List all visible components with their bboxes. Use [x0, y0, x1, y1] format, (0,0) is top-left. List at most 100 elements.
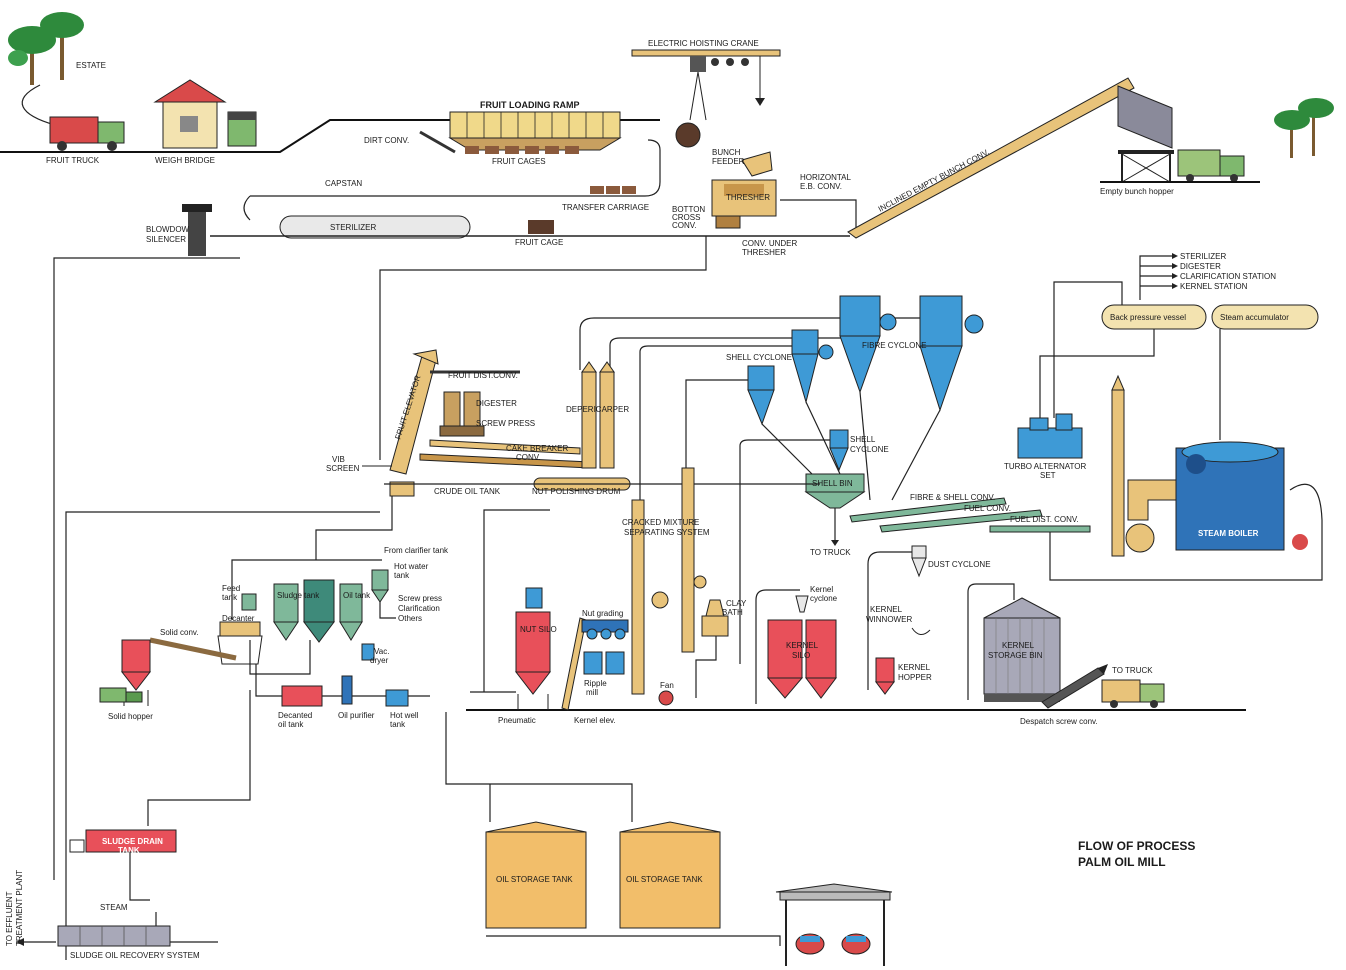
sterilizer-condensate-line	[53, 257, 160, 880]
cake-breaker-conveyor	[419, 439, 591, 469]
inclined-empty-bunch-conveyor	[847, 77, 1135, 239]
clarifier-interconnect	[249, 640, 311, 675]
kernel-hopper-label-1: KERNEL	[898, 663, 931, 672]
fuel-dist-conv-label: FUEL DIST. CONV.	[1010, 515, 1079, 524]
kernel-winnower-label-1: KERNEL	[870, 605, 903, 614]
estate-to-truck-arrow	[21, 84, 56, 126]
cake-breaker-conv-label-1: CAKE BREAKER	[506, 444, 568, 453]
oil-loading-bay-icon	[775, 883, 893, 966]
ripple-mill-label-1: Ripple	[584, 679, 607, 688]
digester-screw-press-icon	[439, 391, 485, 437]
empty-bunch-hopper-icon	[1117, 85, 1174, 183]
steam-accumulator-label: Steam accumulator	[1220, 313, 1289, 322]
clarification-dest-label: Clarification	[398, 604, 440, 613]
dirt-conv-label: DIRT CONV.	[364, 136, 409, 145]
electric-hoisting-crane-icon	[631, 49, 781, 148]
steam-boiler-icon	[1125, 441, 1308, 553]
capstan-cable-top	[250, 139, 661, 197]
turbo-alternator-label-2: SET	[1040, 471, 1056, 480]
sludge-drain-tank-icon	[69, 829, 177, 853]
to-effluent-label-1: TO EFFLUENT	[5, 891, 14, 946]
hot-water-distribution	[379, 602, 396, 619]
blowdown-silencer-label-1: BLOWDOW	[146, 225, 190, 234]
feed-tank-icon	[241, 593, 257, 611]
decanted-oil-tank-label-1: Decanted	[278, 711, 312, 720]
decanted-oil-tank	[281, 685, 323, 707]
steam-to-digester-label: DIGESTER	[1180, 262, 1221, 271]
capstan-cable-loop	[243, 195, 251, 221]
steam-label: STEAM	[100, 903, 128, 912]
sludge-drain-outlet	[129, 852, 150, 901]
electric-hoisting-crane-label: ELECTRIC HOISTING CRANE	[648, 39, 759, 48]
steam-line-vessel	[1039, 329, 1155, 418]
blowdown-silencer-label-2: SILENCER	[146, 235, 186, 244]
shell-cyclone-2-label-2: CYCLONE	[850, 445, 889, 454]
transfer-carriage-label: TRANSFER CARRIAGE	[562, 203, 649, 212]
oil-storage-tank-2-label: OIL STORAGE TANK	[626, 875, 703, 884]
empty-bunch-hopper-label: Empty bunch hopper	[1100, 187, 1174, 196]
steam-boiler-label: STEAM BOILER	[1198, 529, 1259, 538]
clay-bath-icon	[701, 599, 729, 637]
vac-dryer-label-2: dryer	[370, 656, 389, 665]
vib-screen-label-2: SCREEN	[326, 464, 360, 473]
pneumatic-duct	[483, 509, 550, 692]
clarifier-tanks-icon	[273, 579, 363, 643]
thresher-to-elevator-line	[379, 236, 707, 460]
diagram-title-line2: PALM OIL MILL	[1078, 855, 1166, 869]
weigh-bridge-label: WEIGH BRIDGE	[155, 156, 215, 165]
clay-bath-label-1: CLAY	[726, 599, 747, 608]
digester-label: DIGESTER	[476, 399, 517, 408]
condensate-return-line	[65, 511, 380, 960]
cracked-mixture-label-2: SEPARATING SYSTEM	[624, 528, 710, 537]
shell-cyclone-icon	[747, 329, 834, 426]
steam-to-sterilizer-label: STERILIZER	[1180, 252, 1226, 261]
sterilizer-label: STERILIZER	[330, 223, 376, 232]
to-truck-label-1: TO TRUCK	[810, 548, 851, 557]
fibre-cyclone-label: FIBRE CYCLONE	[862, 341, 926, 350]
horizontal-eb-conv-label-1: HORIZONTAL	[800, 173, 852, 182]
oil-purifier-label: Oil purifier	[338, 711, 375, 720]
to-truck-arrow-2	[1098, 664, 1108, 674]
fruit-cage-label: FRUIT CAGE	[515, 238, 563, 247]
capstan-label: CAPSTAN	[325, 179, 362, 188]
from-clarifier-tank-label: From clarifier tank	[384, 546, 449, 555]
to-effluent-arrow	[16, 938, 24, 946]
solid-conv-label: Solid conv.	[160, 628, 199, 637]
cracked-mixture-separating-system	[631, 467, 707, 695]
turbo-alternator-label-1: TURBO ALTERNATOR	[1004, 462, 1086, 471]
fibre-shell-conveyor	[849, 497, 1091, 533]
ripple-mill-label-2: mill	[586, 688, 598, 697]
fruit-loading-ramp-label: FRUIT LOADING RAMP	[480, 100, 580, 110]
others-dest-label: Others	[398, 614, 422, 623]
sterilizer-vessel-icon	[279, 215, 471, 239]
kernel-elev-label: Kernel elev.	[574, 716, 616, 725]
clay-bath-label-2: BATH	[722, 608, 743, 617]
kernel-storage-bin-icon	[983, 597, 1061, 702]
thresher-label: THRESHER	[726, 193, 770, 202]
transfer-carriage-icon	[590, 186, 636, 194]
empty-bunch-truck-icon	[1177, 149, 1245, 182]
horizontal-eb-conveyor	[780, 199, 857, 228]
screw-press-label: SCREW PRESS	[476, 419, 535, 428]
solid-hopper-label: Solid hopper	[108, 712, 153, 721]
pneumatic-label: Pneumatic	[498, 716, 536, 725]
kernel-silo-label-2: SILO	[792, 651, 810, 660]
fruit-truck-label: FRUIT TRUCK	[46, 156, 100, 165]
oil-to-storage-line	[445, 712, 633, 822]
dirt-conveyor	[419, 130, 456, 154]
fibre-cyclone-drop-2	[891, 409, 941, 501]
conv-under-thresher-label-2: THRESHER	[742, 248, 786, 257]
depericarper-label: DEPERICARPER	[566, 405, 629, 414]
nut-grading-label: Nut grading	[582, 609, 623, 618]
back-pressure-vessel-label: Back pressure vessel	[1110, 313, 1186, 322]
boiler-chimney-icon	[1111, 374, 1125, 557]
oil-storage-tank-1-label: OIL STORAGE TANK	[496, 875, 573, 884]
vib-screen-label-1: VIB	[332, 455, 345, 464]
fruit-cage-icon	[528, 220, 554, 234]
fibre-cyclone-drop-1	[859, 391, 871, 501]
screw-press-dest-label: Screw press	[398, 594, 442, 603]
kernel-winnower-label-2: WINNOWER	[866, 615, 912, 624]
oil-purifier-icon	[341, 675, 353, 705]
weigh-bridge-house-icon	[153, 79, 227, 149]
sludge-oil-recovery-label: SLUDGE OIL RECOVERY SYSTEM	[70, 951, 200, 960]
